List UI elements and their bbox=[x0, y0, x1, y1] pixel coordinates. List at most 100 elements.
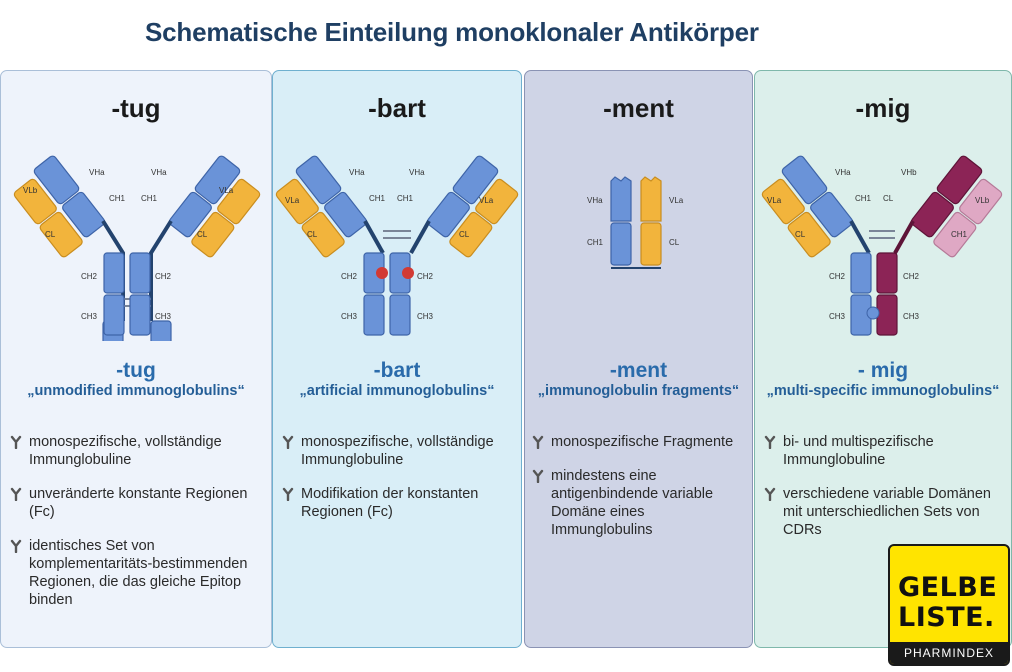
antibody-bullet-icon bbox=[282, 487, 294, 501]
svg-text:VLb: VLb bbox=[975, 196, 990, 205]
svg-text:CH1: CH1 bbox=[951, 230, 968, 239]
logo-line-2: LISTE. bbox=[898, 602, 995, 633]
svg-text:VLa: VLa bbox=[285, 196, 300, 205]
svg-text:VLa: VLa bbox=[669, 196, 684, 205]
svg-text:CH2: CH2 bbox=[341, 272, 358, 281]
bullet-text: monospezifische Fragmente bbox=[551, 434, 734, 450]
svg-text:VHa: VHa bbox=[587, 196, 603, 205]
bullet-list: monospezifische, vollständige Immunglobu… bbox=[9, 433, 267, 625]
vh-domain bbox=[610, 176, 632, 222]
column-suffix: -mig bbox=[855, 93, 911, 123]
vl-domain bbox=[217, 178, 261, 225]
bullet-text: unveränderte konstante Regionen (Fc) bbox=[29, 486, 248, 520]
label-vh-right: VHa bbox=[151, 168, 167, 177]
antibody-illustration-ment: VHa VLa CH1 CL bbox=[587, 176, 684, 269]
svg-text:CH2: CH2 bbox=[417, 272, 434, 281]
list-item: verschiedene variable Domänen mit unters… bbox=[763, 485, 1007, 539]
antibody-illustration-mig: CH2 CH2 CH3 CH3 VLa VHa VHb VLb CH1 CL C… bbox=[761, 155, 1003, 336]
svg-text:VHa: VHa bbox=[835, 168, 851, 177]
antibody-bullet-icon bbox=[10, 539, 22, 553]
column-ment: -ment VHa VLa CH1 CL -ment „immunoglobul… bbox=[524, 70, 753, 648]
column-sub-suffix: -tug bbox=[116, 359, 156, 382]
bullet-text: mindestens eine antigenbindende variable… bbox=[551, 468, 714, 538]
column-suffix: -tug bbox=[111, 93, 161, 123]
column-sub-suffix: -bart bbox=[373, 359, 421, 382]
svg-text:CH1: CH1 bbox=[369, 194, 386, 203]
column-description: „multi-specific immunoglobulins“ bbox=[766, 383, 1000, 399]
column-tug: -tug CH2 CH2 CH3 CH3 VLb V bbox=[0, 70, 272, 648]
label-ch1-right: CH1 bbox=[141, 194, 158, 203]
column-sub-suffix: - mig bbox=[857, 359, 909, 382]
right-fab bbox=[168, 155, 261, 258]
list-item: bi- und multispezifische Immunglobuline bbox=[763, 433, 1007, 469]
column-sub-suffix: -ment bbox=[609, 359, 668, 382]
antibody-bullet-icon bbox=[532, 469, 544, 483]
vl-domain bbox=[640, 176, 662, 222]
bullet-list: monospezifische, vollständige Immunglobu… bbox=[281, 433, 517, 537]
right-fab bbox=[910, 155, 1003, 258]
logo-line-3: PHARMINDEX bbox=[890, 642, 1008, 664]
ch1-domain bbox=[168, 191, 212, 238]
ch3-domain-right bbox=[389, 294, 411, 336]
ch3-domain-left bbox=[363, 294, 385, 336]
bullet-text: identisches Set von komplementaritäts-be… bbox=[29, 538, 248, 608]
list-item: identisches Set von komplementaritäts-be… bbox=[9, 537, 267, 609]
label-ch3-right: CH3 bbox=[155, 312, 172, 321]
left-fab bbox=[761, 155, 854, 258]
list-item: monospezifische Fragmente bbox=[531, 433, 748, 451]
modification-dot bbox=[376, 267, 388, 279]
bullet-text: Modifikation der konstanten Regionen (Fc… bbox=[301, 486, 479, 520]
ch1-domain bbox=[610, 222, 632, 266]
vl-domain bbox=[13, 178, 57, 225]
svg-text:CH1: CH1 bbox=[587, 238, 604, 247]
bullet-list: bi- und multispezifische Immunglobuline … bbox=[763, 433, 1007, 555]
antibody-bullet-icon bbox=[532, 435, 544, 449]
svg-text:CL: CL bbox=[795, 230, 806, 239]
cl-domain bbox=[39, 211, 83, 258]
ch1-domain bbox=[62, 191, 106, 238]
antibody-bullet-icon bbox=[10, 487, 22, 501]
label-vl-left: VLb bbox=[23, 186, 38, 195]
label-ch2-left: CH2 bbox=[81, 272, 98, 281]
cl-domain bbox=[640, 222, 662, 266]
list-item: unveränderte konstante Regionen (Fc) bbox=[9, 485, 267, 521]
column-description: „unmodified immunoglobulins“ bbox=[27, 383, 245, 399]
cl-domain bbox=[191, 211, 235, 258]
list-item: monospezifische, vollständige Immunglobu… bbox=[281, 433, 517, 469]
list-item: mindestens eine antigenbindende variable… bbox=[531, 467, 748, 539]
list-item: monospezifische, vollständige Immunglobu… bbox=[9, 433, 267, 469]
label-ch2-right: CH2 bbox=[155, 272, 172, 281]
svg-text:CL: CL bbox=[669, 238, 680, 247]
column-suffix: -bart bbox=[368, 93, 426, 123]
svg-text:CH3: CH3 bbox=[829, 312, 846, 321]
svg-text:VHb: VHb bbox=[901, 168, 917, 177]
antibody-bullet-icon bbox=[10, 435, 22, 449]
left-fab bbox=[275, 155, 368, 258]
svg-text:CH3: CH3 bbox=[341, 312, 358, 321]
bullet-text: verschiedene variable Domänen mit unters… bbox=[783, 486, 991, 538]
svg-text:CL: CL bbox=[307, 230, 318, 239]
label-cl-left: CL bbox=[45, 230, 56, 239]
svg-text:CH2: CH2 bbox=[903, 272, 920, 281]
svg-text:VHa: VHa bbox=[409, 168, 425, 177]
fc-region-tug: CH2 CH2 CH3 CH3 VLb VHa VHa VLa CH1 CH1 … bbox=[23, 168, 234, 336]
svg-text:CH3: CH3 bbox=[903, 312, 920, 321]
column-description: „immunoglobulin fragments“ bbox=[537, 383, 740, 399]
vh-domain bbox=[194, 155, 241, 205]
column-bart: -bart CH2 CH2 CH3 CH3 VLa VHa VHa VLa bbox=[272, 70, 522, 648]
label-ch3-left: CH3 bbox=[81, 312, 98, 321]
svg-text:VHa: VHa bbox=[349, 168, 365, 177]
label-ch1-left: CH1 bbox=[109, 194, 126, 203]
svg-text:CH2: CH2 bbox=[829, 272, 846, 281]
svg-text:CH1: CH1 bbox=[397, 194, 414, 203]
antibody-illustration-bart: CH2 CH2 CH3 CH3 VLa VHa VHa VLa CH1 CH1 … bbox=[275, 155, 519, 336]
bullet-text: bi- und multispezifische Immunglobuline bbox=[783, 434, 934, 468]
modification-dot bbox=[402, 267, 414, 279]
left-fab bbox=[13, 155, 106, 258]
bullet-text: monospezifische, vollständige Immunglobu… bbox=[29, 434, 222, 468]
label-vh-left: VHa bbox=[89, 168, 105, 177]
list-item: Modifikation der konstanten Regionen (Fc… bbox=[281, 485, 517, 521]
ch2-domain-right bbox=[150, 320, 172, 341]
vh-domain bbox=[33, 155, 80, 205]
page-title: Schematische Einteilung monoklonaler Ant… bbox=[145, 17, 759, 47]
